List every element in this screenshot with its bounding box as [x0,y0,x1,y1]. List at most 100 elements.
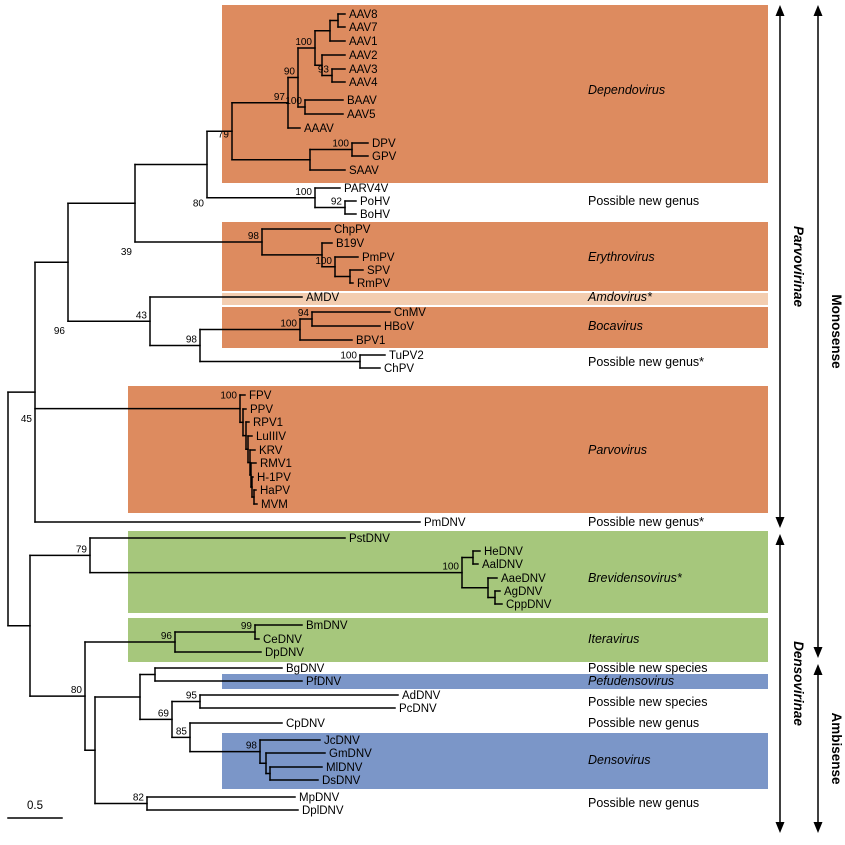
bootstrap-value: 98 [246,741,258,752]
bocavirus-box [222,307,768,348]
genus-label: Densovirus [588,753,651,767]
bracket-arrowhead-top [813,664,823,675]
taxon-label: PARV4V [344,183,389,195]
annotation-label: Possible new genus* [588,515,704,529]
taxon-label: AAV2 [349,50,378,62]
taxon-label: PmDNV [424,517,466,529]
taxon-label: KRV [259,445,283,457]
taxon-label: AalDNV [482,559,523,571]
taxon-label: LuIIIV [256,431,286,443]
genus-label: Bocavirus [588,319,643,333]
taxon-label: AAAV [304,123,334,135]
bootstrap-value: 80 [71,685,83,696]
genus-label: Erythrovirus [588,250,655,264]
bootstrap-value: 100 [295,37,312,48]
taxon-label: GmDNV [329,748,372,760]
bootstrap-value: 100 [280,319,297,330]
bracket-arrowhead-top [775,534,785,545]
taxon-label: DpDNV [265,647,304,659]
taxon-label: AAV3 [349,64,378,76]
taxon-label: AAV4 [349,77,378,89]
bracket-arrowhead-bottom [775,517,785,528]
taxon-label: BgDNV [286,663,325,675]
bootstrap-value: 100 [332,139,349,150]
genus-label: Amdovirus* [587,290,653,304]
taxon-label: HBoV [384,321,414,333]
taxon-label: HeDNV [484,546,523,558]
parvovirus-box [128,386,768,513]
taxon-label: CppDNV [506,599,552,611]
taxon-label: MlDNV [326,762,363,774]
taxon-label: FPV [249,390,272,402]
iteravirus-box [128,618,768,662]
bootstrap-value: 45 [21,414,33,425]
bootstrap-value: 43 [136,310,148,321]
taxon-label: MVM [261,499,288,511]
bootstrap-value: 100 [315,256,332,267]
taxon-label: GPV [372,151,397,163]
bootstrap-value: 85 [176,726,188,737]
bootstrap-value: 79 [218,129,230,140]
taxon-label: BoHV [360,209,390,221]
bracket-arrowhead-top [775,5,785,16]
bootstrap-value: 80 [193,199,205,210]
taxon-label: DplDNV [302,805,344,817]
bootstrap-value: 96 [161,631,173,642]
annotation-label: Possible new species [588,695,708,709]
bracket-label: Ambisense [829,712,844,785]
taxon-label: CpDNV [286,718,325,730]
bootstrap-value: 39 [121,247,133,258]
bootstrap-value: 99 [241,621,253,632]
bootstrap-value: 100 [295,187,312,198]
taxon-label: CeDNV [263,634,302,646]
taxon-label: HaPV [260,485,290,497]
taxon-label: RMV1 [260,458,292,470]
dependovirus-box [222,5,768,183]
taxon-label: BPV1 [356,335,385,347]
bootstrap-value: 95 [186,691,198,702]
taxon-label: PPV [250,404,273,416]
taxon-label: H-1PV [257,472,291,484]
taxon-label: AAV5 [347,109,376,121]
taxon-label: CnMV [394,307,426,319]
taxon-label: AdDNV [402,690,441,702]
genus-label: Dependovirus [588,83,665,97]
taxon-label: RPV1 [253,417,283,429]
taxon-label: PfDNV [306,676,341,688]
bracket-arrowhead-top [813,5,823,16]
taxon-label: AAV8 [349,9,378,21]
bootstrap-value: 79 [76,544,88,555]
annotation-label: Possible new genus [588,796,699,810]
bootstrap-value: 100 [340,351,357,362]
amdovirus-box [222,293,768,305]
annotation-label: Possible new genus* [588,355,704,369]
taxon-label: DPV [372,138,396,150]
bootstrap-value: 93 [318,65,330,76]
taxon-label: BmDNV [306,620,348,632]
bracket-label: Monosense [829,294,844,369]
taxon-label: BAAV [347,95,377,107]
taxon-label: AAV7 [349,22,378,34]
annotation-label: Possible new species [588,661,708,675]
bootstrap-value: 100 [285,96,302,107]
bootstrap-value: 96 [54,326,66,337]
taxon-label: DsDNV [322,775,361,787]
pefudensovirus-box [222,674,768,689]
taxon-label: SPV [367,265,390,277]
bracket-arrowhead-bottom [813,822,823,833]
bootstrap-value: 100 [442,562,459,573]
bootstrap-value: 90 [284,67,296,78]
bootstrap-value: 97 [274,92,286,103]
bootstrap-value: 94 [298,308,310,319]
bootstrap-value: 100 [220,391,237,402]
taxon-label: PstDNV [349,533,390,545]
taxon-label: ChpPV [334,224,371,236]
genus-label: Parvovirus [588,443,647,457]
taxon-label: PcDNV [399,703,437,715]
scale-bar-label: 0.5 [27,800,43,812]
taxon-label: AaeDNV [501,573,546,585]
taxon-label: PoHV [360,196,390,208]
bracket-label: Densovirinae [791,641,806,726]
bootstrap-value: 98 [248,231,260,242]
